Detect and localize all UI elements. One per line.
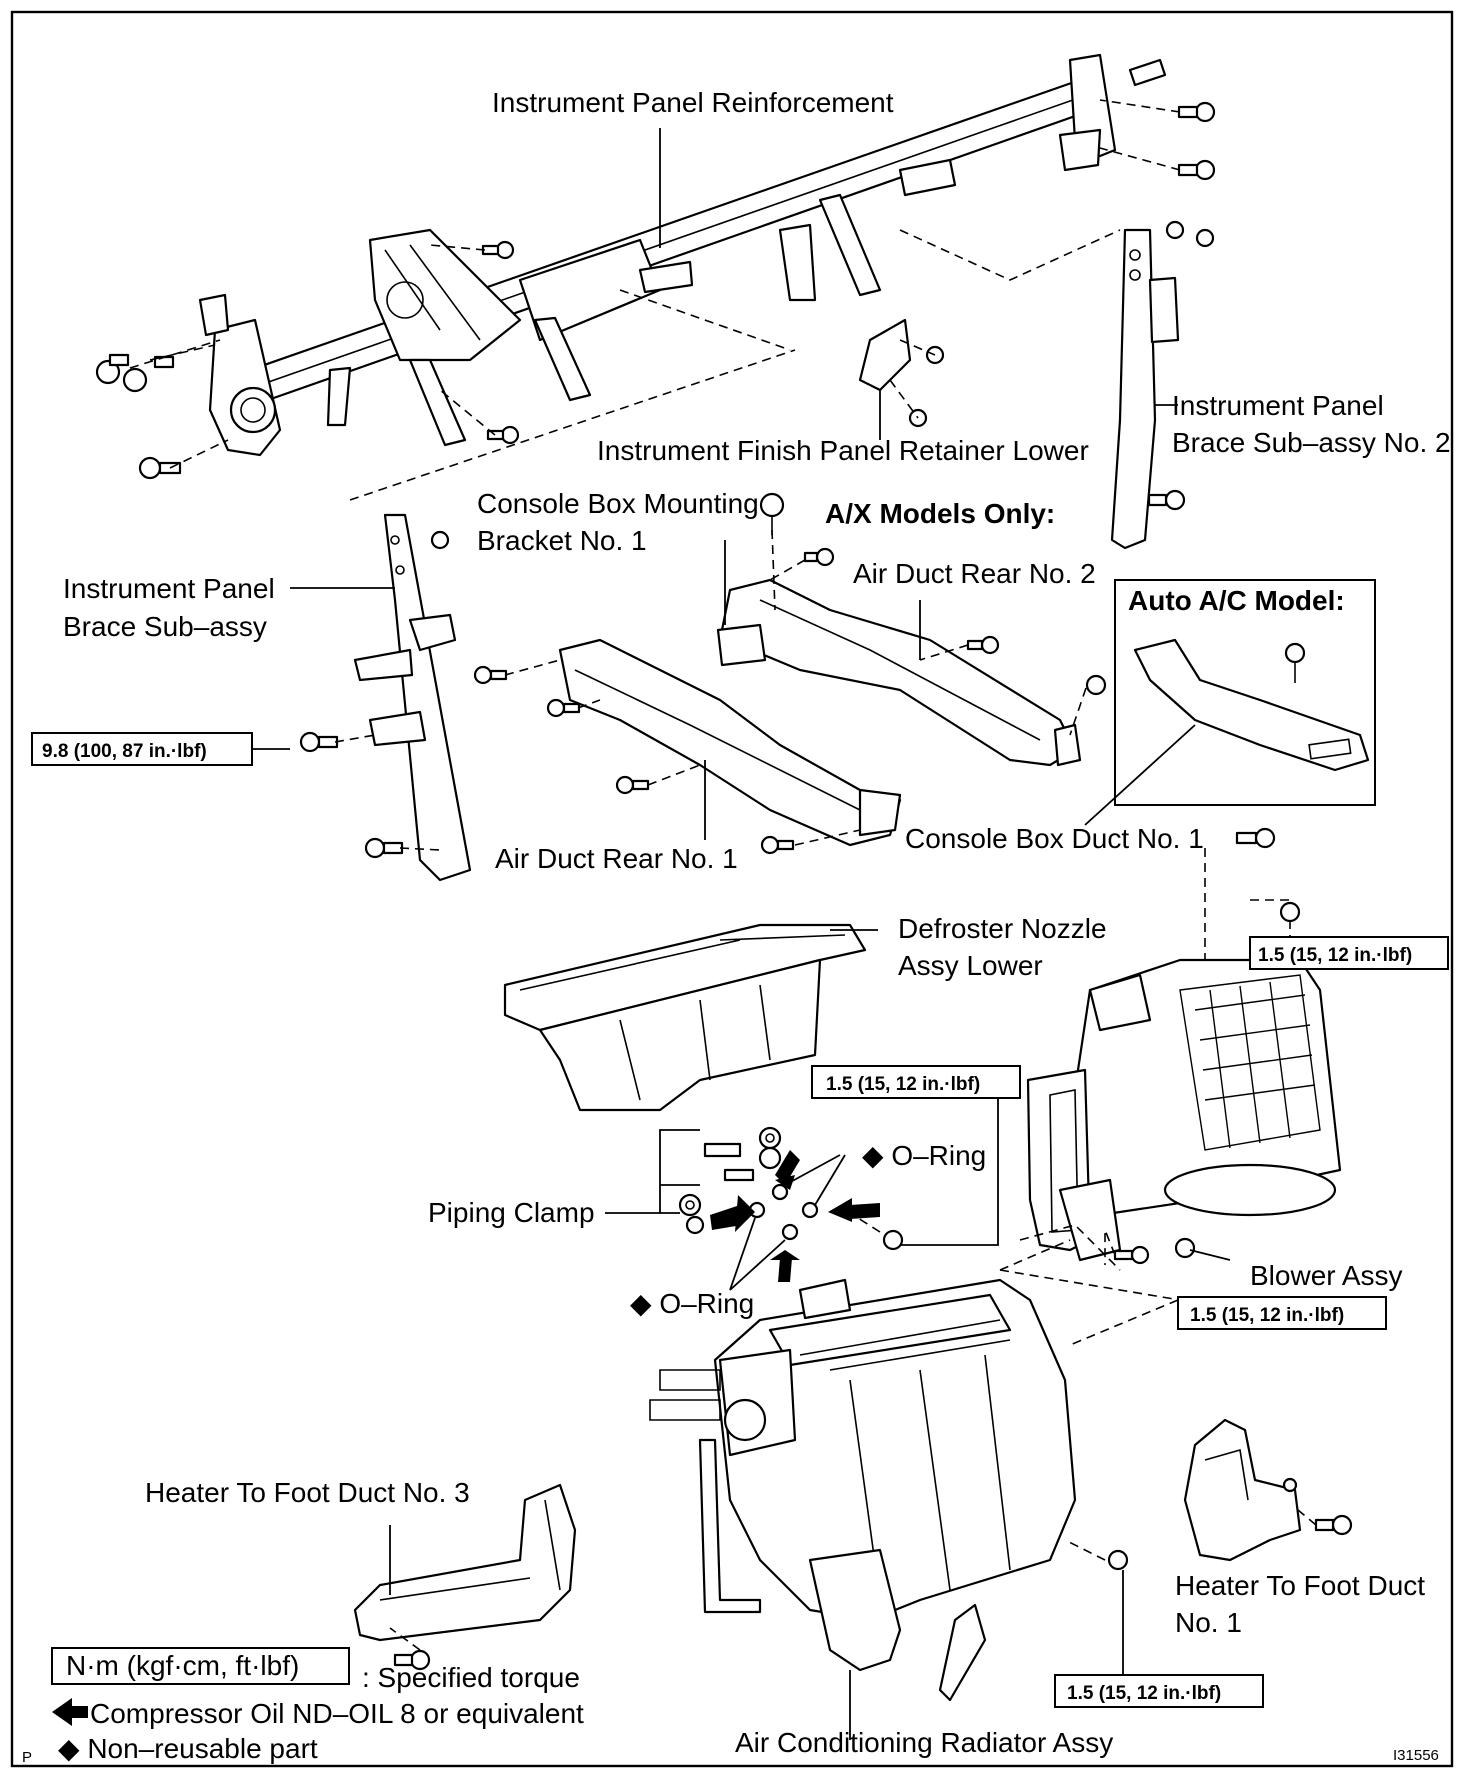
- label-console-box-duct: Console Box Duct No. 1: [905, 823, 1204, 854]
- legend-torque-unit: N·m (kgf·cm, ft·lbf): [66, 1650, 299, 1681]
- torque-blower-bottom: 1.5 (15, 12 in.·lbf): [1190, 1305, 1344, 1326]
- label-heater-foot-no3: Heater To Foot Duct No. 3: [145, 1477, 470, 1508]
- torque-box-blower-top: [1249, 936, 1449, 970]
- brace-sub-assy-no2: [1110, 220, 1215, 550]
- heater-to-foot-duct-no1: [1183, 1418, 1353, 1562]
- oil-arrows: [710, 1150, 880, 1282]
- piping-clamp: [678, 1126, 782, 1235]
- defroster-nozzle-assy-lower: [503, 923, 867, 1112]
- legend-arrow-icon: [52, 1698, 88, 1726]
- label-heater-foot-no1-line1: Heater To Foot Duct: [1175, 1570, 1425, 1601]
- label-heater-foot-no1-line2: No. 1: [1175, 1607, 1242, 1638]
- outer-frame: [10, 10, 1454, 1768]
- page-mark: P: [22, 1749, 32, 1766]
- torque-clamp: 1.5 (15, 12 in.·lbf): [826, 1074, 980, 1095]
- label-console-bracket-line2: Bracket No. 1: [477, 525, 647, 556]
- instrument-panel-reinforcement: [198, 53, 1167, 457]
- blower-assy: [1026, 958, 1342, 1262]
- label-o-ring-right: ◆ O–Ring: [862, 1140, 986, 1171]
- torque-brace: 9.8 (100, 87 in.·lbf): [42, 741, 207, 762]
- legend-oil: Compressor Oil ND–OIL 8 or equivalent: [90, 1698, 584, 1729]
- torque-radiator: 1.5 (15, 12 in.·lbf): [1067, 1683, 1221, 1704]
- ax-clip: [759, 492, 785, 535]
- legend-nonreusable: ◆ Non–reusable part: [58, 1733, 318, 1764]
- o-rings: [748, 1183, 819, 1241]
- torque-blower-top: 1.5 (15, 12 in.·lbf): [1258, 945, 1412, 966]
- torque-box-brace: [31, 732, 253, 766]
- label-radiator: Air Conditioning Radiator Assy: [735, 1727, 1113, 1758]
- label-brace-line2: Brace Sub–assy: [63, 611, 267, 642]
- label-air-duct-rear-no2: Air Duct Rear No. 2: [853, 558, 1096, 589]
- finish-panel-retainer-lower: [858, 318, 912, 392]
- label-auto-ac-model: Auto A/C Model:: [1128, 585, 1345, 616]
- label-defroster-line1: Defroster Nozzle: [898, 913, 1107, 944]
- air-conditioning-radiator-assy: [649, 1278, 1077, 1702]
- brace-sub-assy: [299, 513, 472, 882]
- label-ax-models: A/X Models Only:: [825, 498, 1055, 529]
- air-duct-rear-no2: [716, 578, 1082, 767]
- label-blower: Blower Assy: [1250, 1260, 1403, 1291]
- legend-torque-desc: : Specified torque: [362, 1662, 580, 1693]
- label-brace-no2-line2: Brace Sub–assy No. 2: [1172, 427, 1451, 458]
- label-brace-line1: Instrument Panel: [63, 573, 275, 604]
- label-defroster-line2: Assy Lower: [898, 950, 1043, 981]
- torque-box-radiator: [1054, 1674, 1264, 1708]
- label-retainer-lower: Instrument Finish Panel Retainer Lower: [597, 435, 1089, 466]
- air-duct-rear-no1: [473, 638, 902, 855]
- label-console-bracket-line1: Console Box Mounting: [477, 488, 759, 519]
- heater-to-foot-duct-no3: [353, 1483, 577, 1671]
- label-piping-clamp: Piping Clamp: [428, 1197, 595, 1228]
- legend-torque-box: [51, 1647, 350, 1685]
- console-box-duct-no1-auto-ac: [1133, 638, 1370, 772]
- label-air-duct-rear-no1: Air Duct Rear No. 1: [495, 843, 738, 874]
- label-o-ring-left: ◆ O–Ring: [630, 1288, 754, 1319]
- label-reinforcement: Instrument Panel Reinforcement: [492, 87, 894, 118]
- torque-box-blower-bottom: [1177, 1296, 1387, 1330]
- torque-box-clamp: [811, 1065, 1021, 1099]
- figure-id: I31556: [1393, 1747, 1439, 1764]
- label-brace-no2-line1: Instrument Panel: [1172, 390, 1384, 421]
